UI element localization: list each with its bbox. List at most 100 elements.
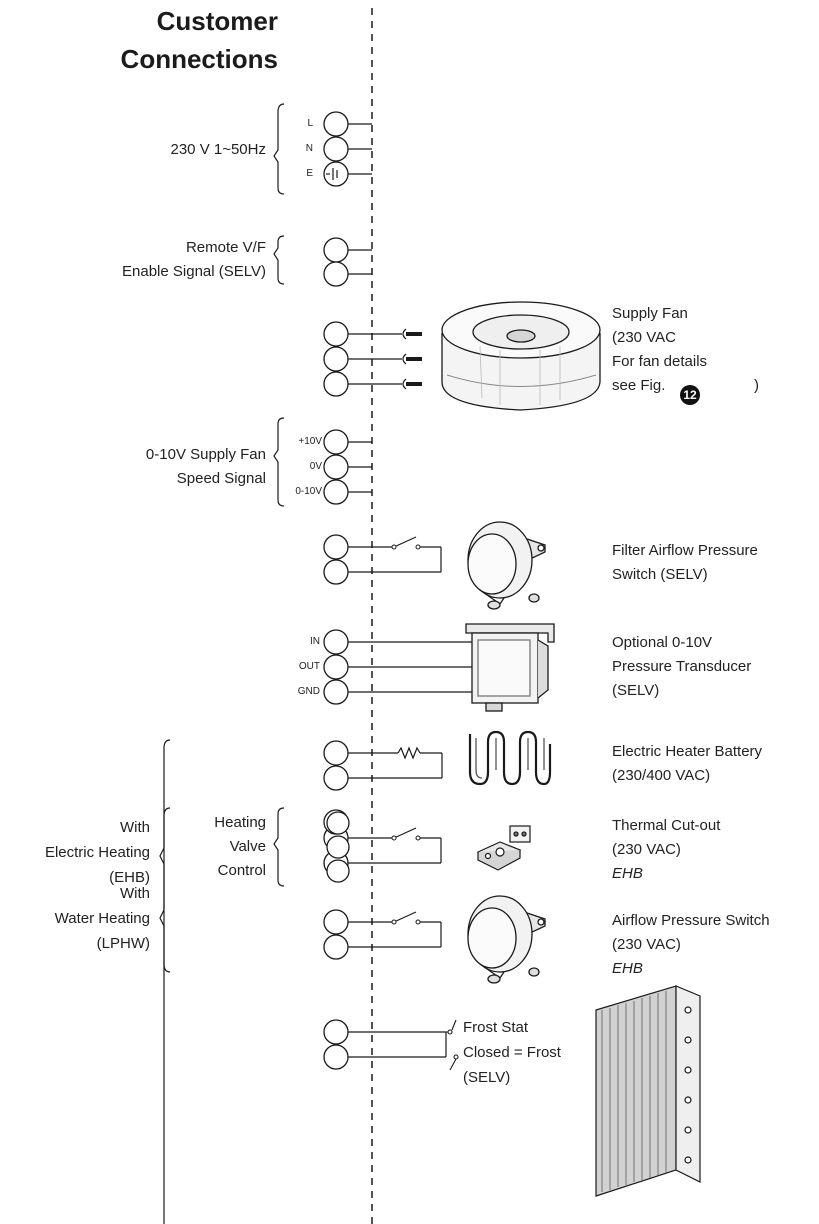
- fan-label-close-paren: ): [754, 377, 759, 394]
- terminal-heater-1: [323, 740, 349, 766]
- terminal-label-n: N: [305, 143, 313, 154]
- fan-connectors: [406, 332, 422, 386]
- terminal-label-gnd: GND: [297, 686, 320, 697]
- label-valve-line3: Control: [217, 862, 266, 879]
- terminal-fan-1: [323, 321, 349, 347]
- frost-label-line1: Frost Stat: [463, 1019, 529, 1036]
- terminal-speed-0v: [323, 454, 349, 480]
- hvc-terminal-1: [326, 811, 350, 835]
- terminal-frost-1: [323, 1019, 349, 1045]
- label-water-line1: With: [120, 885, 150, 902]
- fan-label-line4: see Fig.: [612, 377, 666, 394]
- frost-stat-wiring: [348, 1019, 457, 1058]
- label-power-supply: 230 V 1~50Hz: [170, 141, 267, 158]
- filter-switch-wiring: [348, 536, 442, 573]
- terminal-label-10v: +10V: [298, 436, 322, 447]
- frost-label-line3: (SELV): [463, 1069, 511, 1086]
- terminal-label-out: OUT: [298, 661, 320, 672]
- label-speed-line1: 0-10V Supply Fan: [145, 446, 266, 463]
- fan-label-line3: For fan details: [612, 353, 708, 370]
- airflow-pressure-switch-icon: [467, 895, 546, 984]
- transducer-wiring: [348, 641, 472, 693]
- title-line-1: Customer: [156, 6, 278, 36]
- bracket-water: [159, 807, 171, 1224]
- terminal-stubs: [348, 123, 372, 493]
- cutout-label-line3: EHB: [612, 865, 643, 882]
- frost-label-line2: Closed = Frost: [463, 1044, 561, 1061]
- filter-label-line1: Filter Airflow Pressure: [612, 542, 758, 559]
- label-remote-line2: Enable Signal (SELV): [122, 263, 266, 280]
- bracket-electric: [159, 739, 171, 973]
- title-line-2: Connections: [120, 44, 278, 74]
- label-electric-line3: (EHB): [109, 869, 150, 886]
- label-water-line3: (LPHW): [96, 935, 150, 952]
- airflow-label-line3: EHB: [612, 960, 643, 977]
- earth-icon: [326, 168, 338, 180]
- terminal-airflow-1: [323, 909, 349, 935]
- hvc-terminals: [323, 811, 350, 1070]
- cutout-label-line2: (230 VAC): [612, 841, 681, 858]
- supply-fan-icon: [441, 301, 601, 411]
- terminal-label-0-10v: 0-10V: [295, 486, 322, 497]
- cutout-label-line1: Thermal Cut-out: [612, 817, 721, 834]
- filter-switch-contacts: [391, 544, 421, 550]
- fan-label-line2: (230 VAC: [612, 329, 676, 346]
- terminal-label-l: L: [307, 118, 313, 129]
- frost-stat-contacts: [348, 1019, 459, 1071]
- heater-label-line1: Electric Heater Battery: [612, 743, 763, 760]
- terminal-label-0v: 0V: [309, 461, 322, 472]
- pressure-transducer-icon: [465, 623, 555, 712]
- bracket-valve: [273, 807, 285, 887]
- bracket-remote: [273, 235, 285, 285]
- filter-label-line2: Switch (SELV): [612, 566, 708, 583]
- terminal-frost-2: [323, 1044, 349, 1070]
- label-valve-line1: Heating: [214, 814, 266, 831]
- cutout-contacts: [391, 835, 421, 841]
- transducer-label-line3: (SELV): [612, 682, 660, 699]
- terminal-heater-2: [323, 765, 349, 791]
- thermal-cutout-icon: [476, 825, 531, 871]
- figure-12-badge: 12: [680, 385, 700, 405]
- terminal-L: [323, 111, 349, 137]
- terminal-airflow-2: [323, 934, 349, 960]
- terminal-N: [323, 136, 349, 162]
- airflow-switch-wiring: [348, 911, 442, 948]
- terminal-fan-2: [323, 346, 349, 372]
- terminal-remote-1: [323, 237, 349, 263]
- terminal-filter-1: [323, 534, 349, 560]
- terminal-filter-2: [323, 559, 349, 585]
- terminal-in: [323, 629, 349, 655]
- terminal-label-in: IN: [310, 636, 320, 647]
- terminal-out: [323, 654, 349, 680]
- label-valve-line2: Valve: [229, 838, 266, 855]
- label-remote-line1: Remote V/F: [185, 239, 266, 256]
- cutout-wiring: [348, 827, 442, 864]
- airflow-switch-contacts: [391, 919, 421, 925]
- hvc-terminal-3: [326, 859, 350, 883]
- bracket-speed: [273, 417, 285, 507]
- terminal-label-e: E: [306, 168, 313, 179]
- terminal-fan-3: [323, 371, 349, 397]
- fan-label-line1: Supply Fan: [612, 305, 688, 322]
- transducer-label-line2: Pressure Transducer: [612, 658, 752, 675]
- label-electric-line1: With: [120, 819, 150, 836]
- heater-label-line2: (230/400 VAC): [612, 767, 711, 784]
- water-heating-coil-icon: [595, 985, 701, 1197]
- terminal-remote-2: [323, 261, 349, 287]
- label-speed-line2: Speed Signal: [176, 470, 266, 487]
- label-water-line2: Water Heating: [54, 910, 150, 927]
- electric-heater-icon: [468, 730, 552, 786]
- airflow-label-line1: Airflow Pressure Switch: [612, 912, 770, 929]
- transducer-label-line1: Optional 0-10V: [612, 634, 713, 651]
- heater-wiring: [348, 746, 443, 779]
- bracket-power: [273, 103, 285, 195]
- group-brackets: [159, 103, 285, 1224]
- filter-pressure-switch-icon: [467, 521, 546, 610]
- terminal-speed-10v: [323, 429, 349, 455]
- fan-wires: [348, 328, 407, 390]
- hvc-terminal-2: [326, 835, 350, 859]
- label-electric-line2: Electric Heating: [44, 844, 150, 861]
- terminal-speed-signal: [323, 479, 349, 505]
- airflow-label-line2: (230 VAC): [612, 936, 681, 953]
